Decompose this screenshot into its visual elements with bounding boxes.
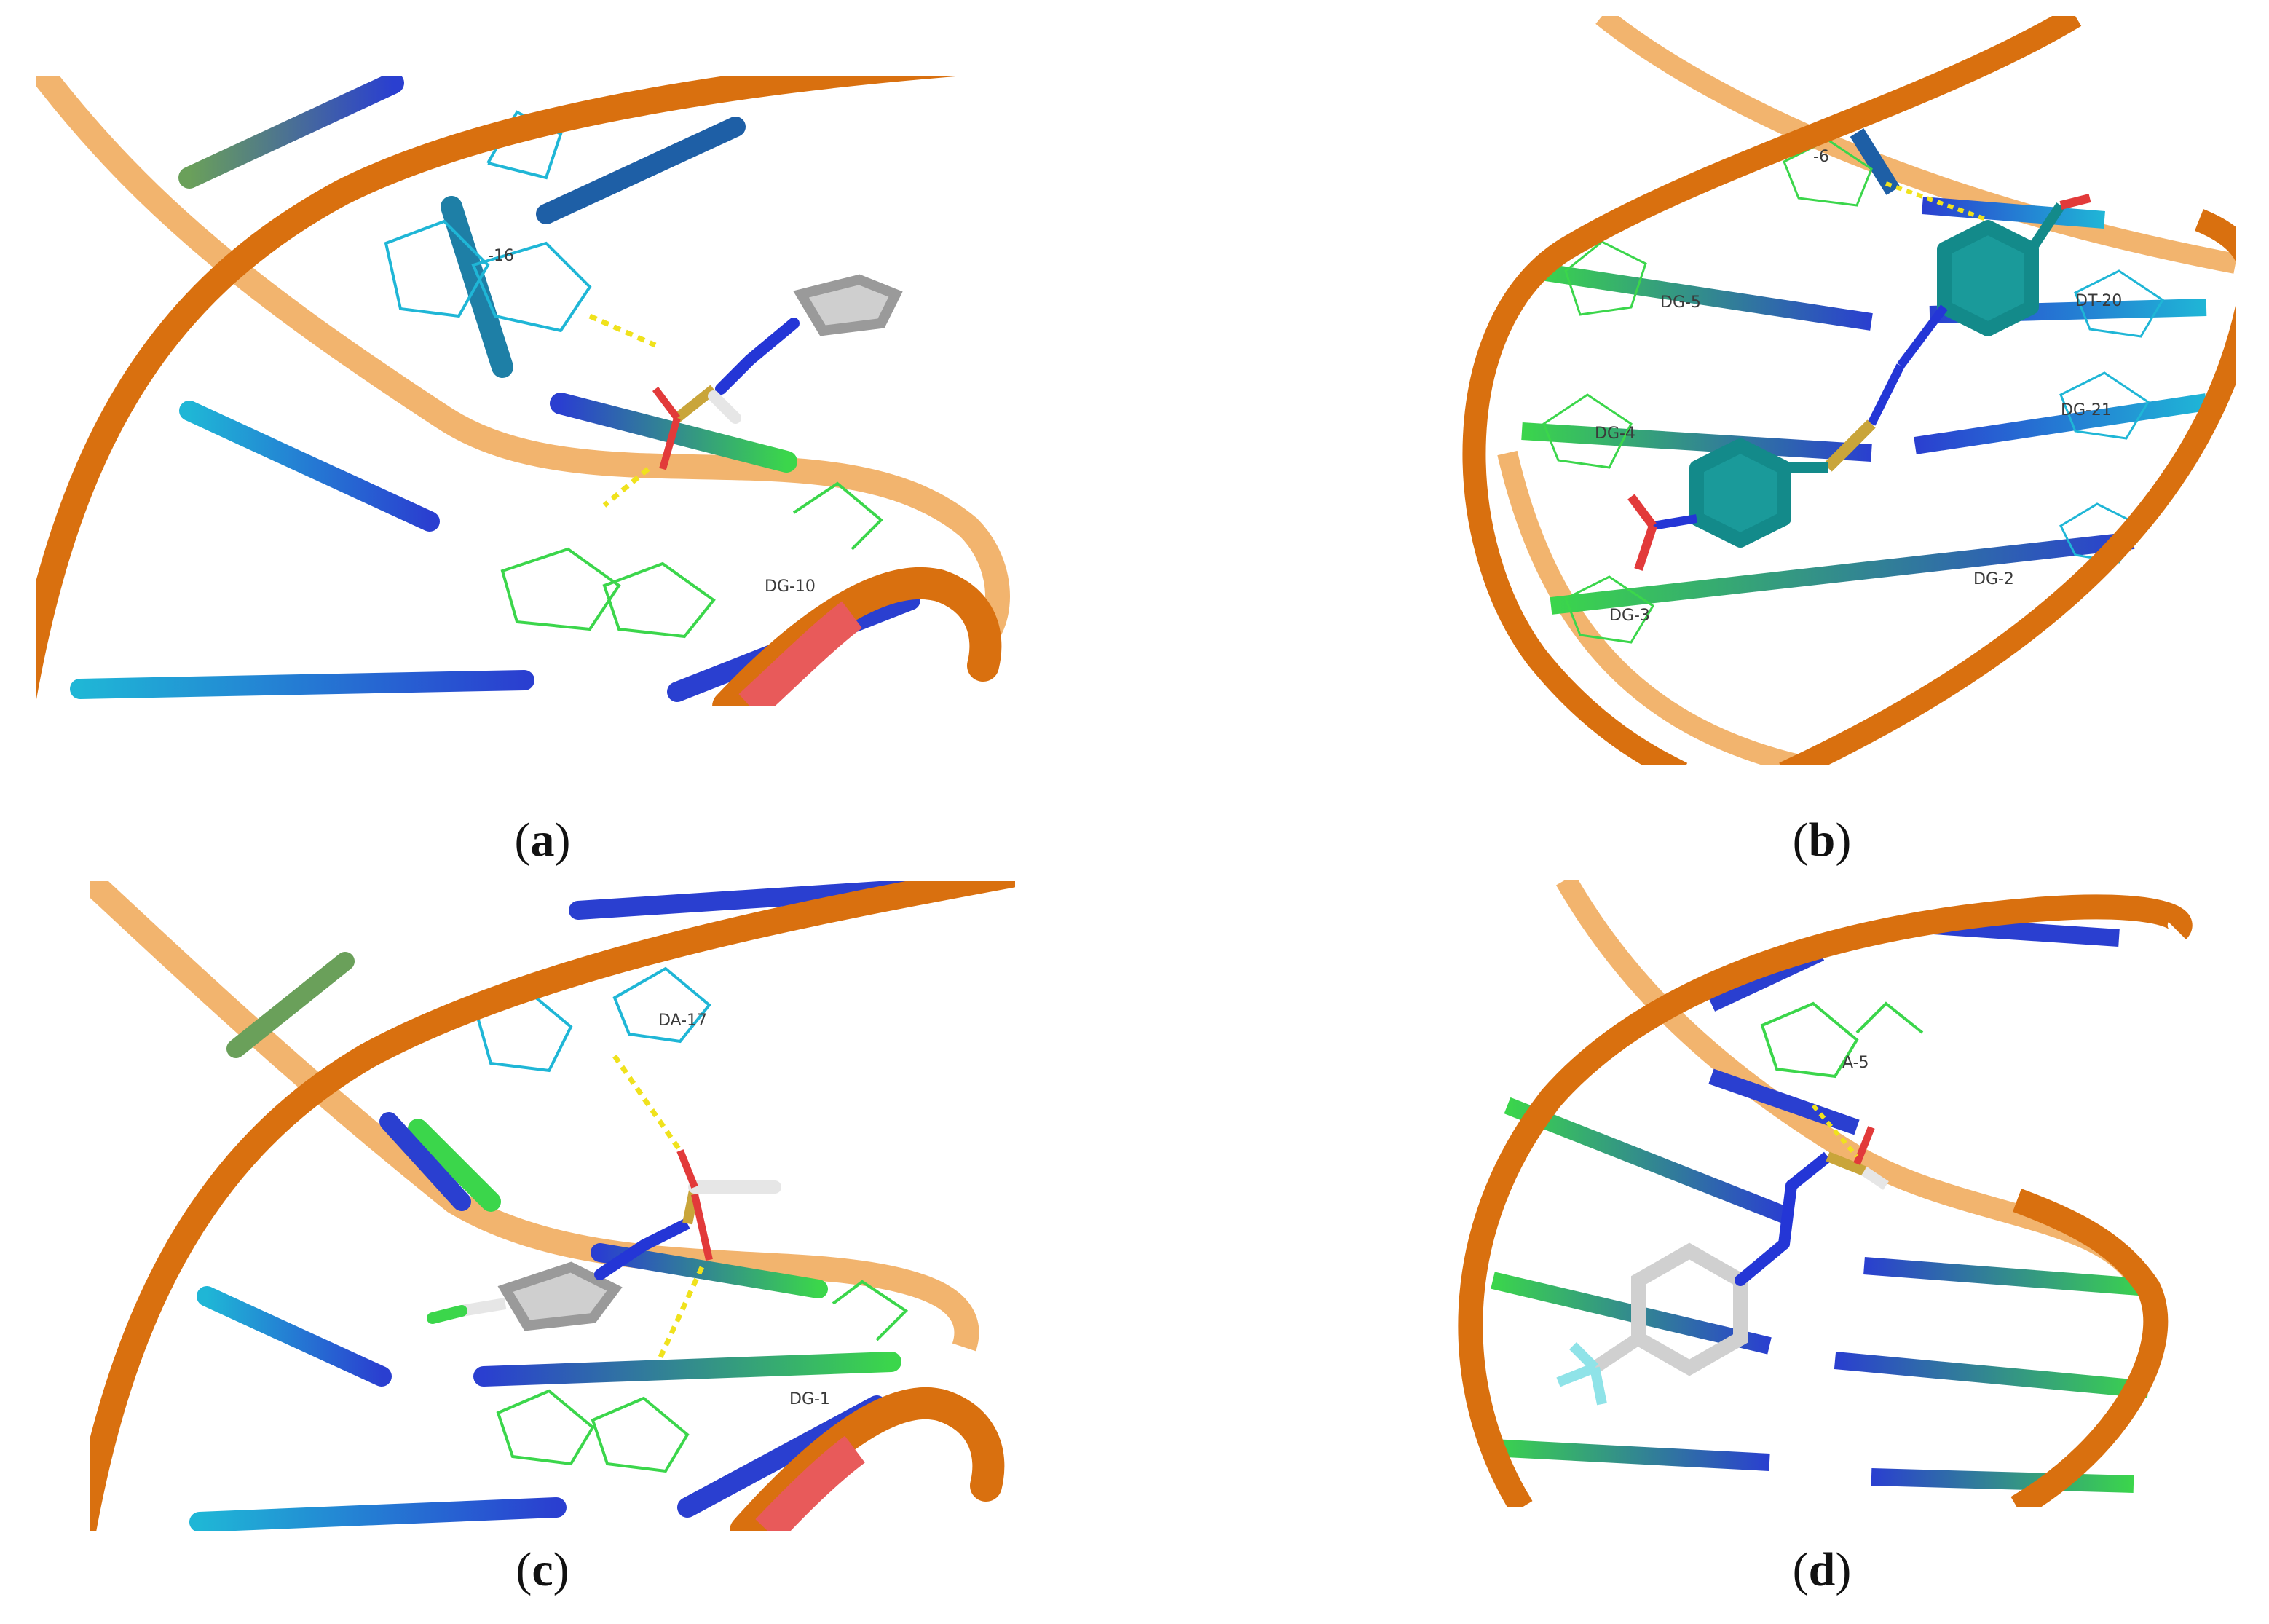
base-rod <box>1492 1439 1770 1471</box>
base-rod <box>70 670 534 699</box>
panel-a-render: -16 DG-10 <box>36 76 1010 706</box>
hydrogen-bond <box>655 1266 705 1363</box>
dna-backbone-front <box>1462 16 2082 765</box>
residue-label: DG-5 <box>1660 293 1701 312</box>
residue-label: DG-1 <box>789 1390 830 1408</box>
residue-label: DA-17 <box>658 1012 707 1030</box>
hydrogen-bond <box>1885 181 1989 222</box>
residue-label: DT-20 <box>2075 292 2122 310</box>
panel-b-image: -6 DG-5 DT-20 DG-4 DG-21 DG-3 DG-2 <box>1420 16 2236 765</box>
base-rod <box>408 1119 501 1212</box>
residue-label: DG-10 <box>765 578 816 596</box>
dna-backbone-front <box>36 76 966 700</box>
dna-backbone-front <box>755 1435 865 1531</box>
ligand <box>1627 194 2091 571</box>
panel-d-render: A-5 <box>1458 880 2193 1507</box>
hydrogen-bond <box>612 1055 682 1152</box>
residue-label: DG-4 <box>1595 425 1635 443</box>
residue-label: DG-21 <box>2061 401 2112 419</box>
caption-a: (a) <box>514 813 571 867</box>
base-rod <box>1834 1352 2150 1398</box>
panel-c-image: DA-17 DG-1 <box>90 881 1015 1531</box>
ligand <box>652 274 903 470</box>
base-rod <box>591 1243 828 1298</box>
dna-backbone-front <box>1779 209 2236 765</box>
base-rod <box>189 1497 567 1531</box>
base-rod <box>1504 1097 1788 1223</box>
base-rod <box>473 1352 901 1387</box>
ligand <box>427 1149 781 1331</box>
base-rod <box>179 401 440 532</box>
dna-backbone-back <box>36 76 1010 642</box>
dna-backbone-back <box>1497 450 1802 765</box>
dna-backbone-front <box>2010 1189 2169 1507</box>
base-rod <box>1550 532 2135 615</box>
panel-c-render: DA-17 DG-1 <box>90 881 1015 1531</box>
dna-backbone-front <box>90 881 1015 1531</box>
hydrogen-bond <box>1811 1104 1859 1158</box>
caption-c: (c) <box>516 1543 569 1596</box>
residue-label: A-5 <box>1842 1054 1869 1072</box>
base-rod <box>226 952 355 1058</box>
nucleotide-wireframe <box>1760 1001 1924 1079</box>
base-rod <box>1521 422 1872 462</box>
residue-label: DG-2 <box>1973 570 2014 588</box>
dna-backbone-front <box>738 601 862 706</box>
base-rod <box>1871 1468 2134 1493</box>
residue-label: -6 <box>1813 148 1829 166</box>
ligand <box>1556 1126 1889 1406</box>
hydrogen-bond <box>602 467 650 508</box>
dna-backbone-front <box>1458 894 2193 1507</box>
panel-d-image: A-5 <box>1449 880 2203 1507</box>
base-rod <box>1535 262 1873 331</box>
base-rod <box>1863 1257 2149 1296</box>
base-rod <box>178 76 404 189</box>
base-rod <box>197 1286 392 1387</box>
panel-b-render: -6 DG-5 DT-20 DG-4 DG-21 DG-3 DG-2 <box>1462 16 2236 765</box>
panel-a-image: -16 DG-10 <box>36 76 1041 706</box>
caption-d: (d) <box>1792 1543 1852 1596</box>
residue-label: DG-3 <box>1609 607 1650 625</box>
base-rod <box>1914 393 2208 454</box>
dna-backbone-back <box>1595 16 2236 274</box>
dna-backbone-back <box>90 881 979 1352</box>
nucleotide-wireframe <box>496 1280 909 1473</box>
residue-label: -16 <box>488 247 514 265</box>
base-rod <box>1850 128 1901 195</box>
hydrogen-bond <box>588 313 657 348</box>
caption-b: (b) <box>1792 813 1852 867</box>
nucleotide-wireframe <box>500 481 883 639</box>
base-rod <box>536 117 746 224</box>
base-rod <box>1708 1068 1860 1135</box>
base-rod <box>379 1112 471 1211</box>
